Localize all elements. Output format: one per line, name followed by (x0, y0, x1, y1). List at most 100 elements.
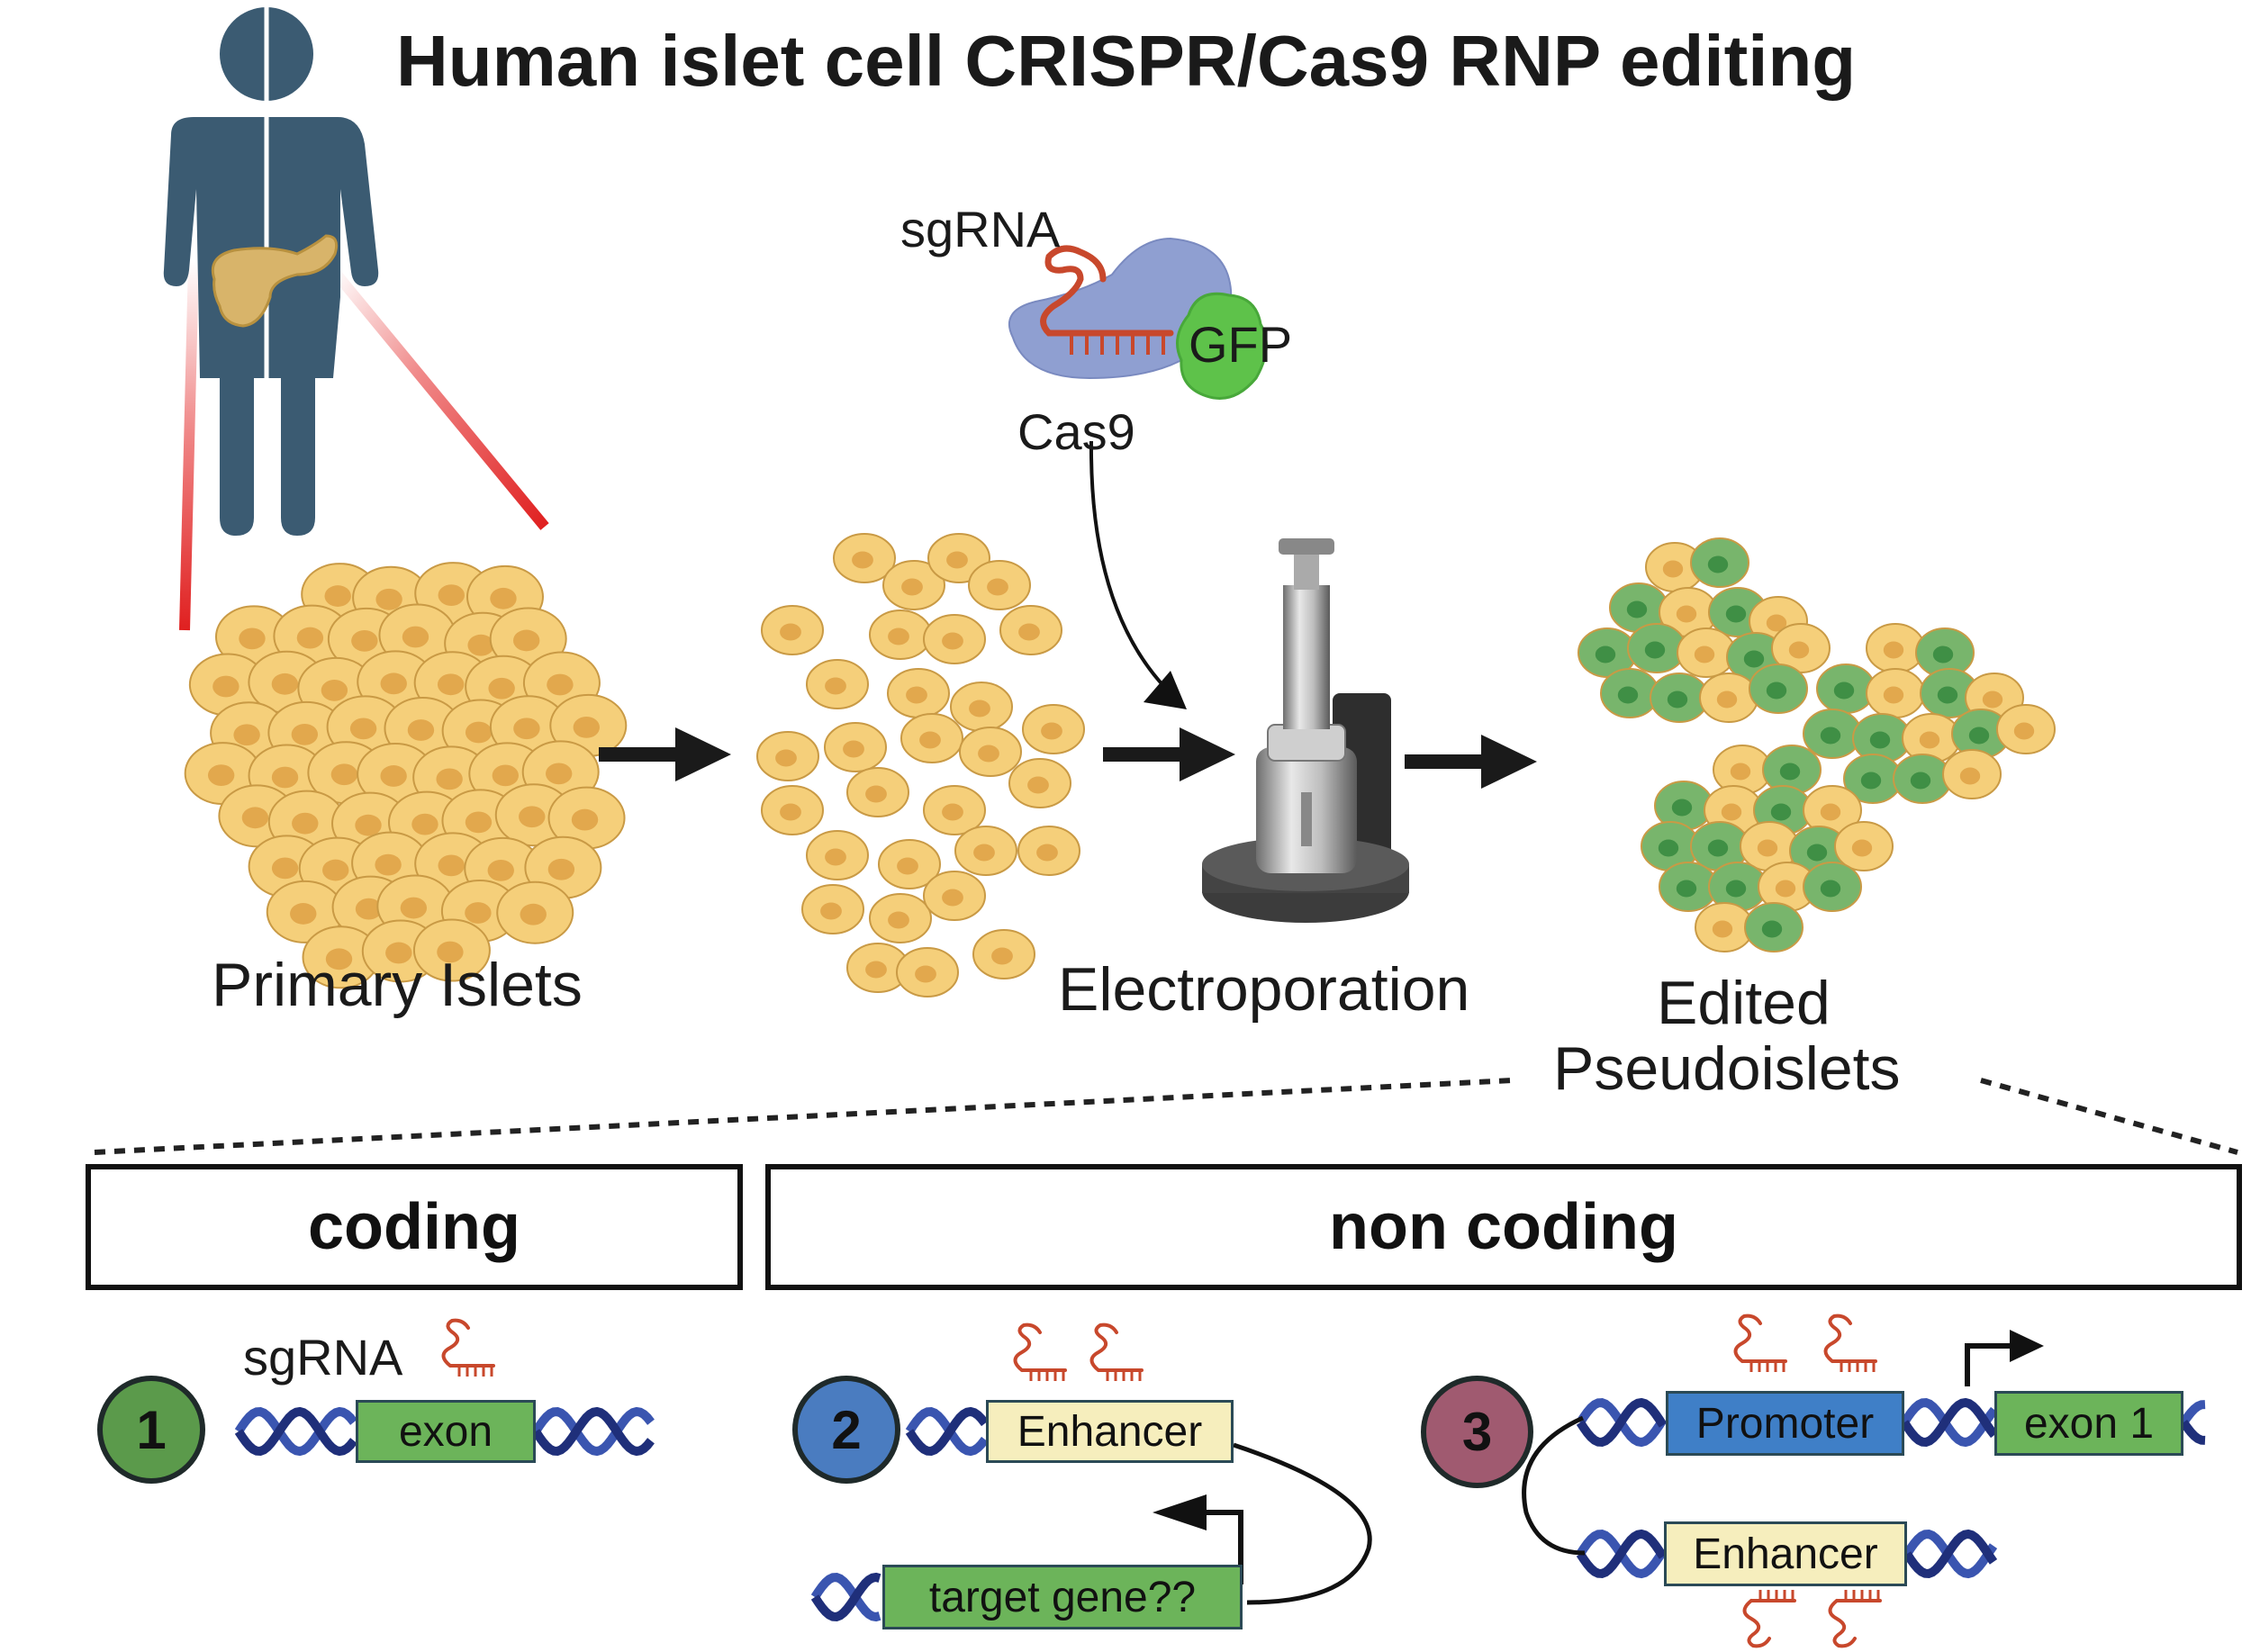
islet-cell (188, 653, 267, 717)
unedited-cell (1866, 623, 1925, 673)
dna-helix-icon (234, 1397, 2206, 1622)
edited-cell (1803, 709, 1862, 759)
sgrna-icon (1823, 1313, 1877, 1372)
islet-cell (412, 918, 491, 982)
edited-cell (1690, 537, 1749, 588)
edited-cell (1641, 821, 1700, 871)
sgrna-small-icons (441, 1313, 1882, 1648)
dispersed-cell (806, 830, 869, 880)
enhancer-box-2: Enhancer (986, 1400, 1234, 1463)
category-noncoding-box: non coding (765, 1164, 2242, 1290)
sgrna-icon (1040, 245, 1174, 355)
dispersed-cell (833, 533, 896, 583)
edited-cell (1600, 668, 1659, 718)
edited-cell (1749, 664, 1808, 714)
dispersed-cell (846, 767, 909, 817)
human-figure-icon (163, 5, 549, 631)
rnp-gfp-label: GFP (1189, 316, 1293, 373)
dispersed-cell (896, 947, 959, 998)
dispersed-cell (968, 560, 1031, 610)
unedited-cell (1866, 668, 1925, 718)
electroporator-icon (1202, 538, 1409, 923)
page-title: Human islet cell CRISPR/Cas9 RNP editing (396, 21, 1857, 101)
edited-cell (1654, 781, 1713, 831)
dispersed-cell (1017, 826, 1080, 876)
category-coding-box: coding (86, 1164, 743, 1290)
dispersed-cell (923, 614, 986, 664)
exon-box: exon (356, 1400, 536, 1463)
rnp-delivery-arrowhead (1144, 671, 1187, 709)
dispersed-cell (761, 785, 824, 835)
edited-cell (1816, 664, 1876, 714)
dispersed-cell (882, 560, 945, 610)
rnp-cas9-label: Cas9 (1017, 403, 1135, 460)
gfp-icon (1176, 292, 1268, 400)
cas9-protein-icon (1008, 237, 1233, 380)
unedited-cell (1834, 821, 1894, 871)
dispersed-cell (756, 731, 819, 781)
islet-cell (266, 880, 344, 943)
unedited-cell (1677, 627, 1736, 678)
unedited-cell (1996, 704, 2056, 754)
dispersed-cell (761, 605, 824, 655)
dispersed-cell (869, 893, 932, 943)
enhancer-loop-3 (1522, 1415, 1586, 1556)
sgrna-icon (1013, 1323, 1067, 1381)
dispersed-cell (1008, 758, 1071, 808)
dispersed-cell (954, 826, 1017, 876)
islet-cell (547, 786, 626, 850)
dispersed-cell (846, 943, 909, 993)
islet-cell (496, 880, 574, 944)
promoter-box: Promoter (1666, 1391, 1904, 1456)
zoom-line-right (1980, 1078, 2238, 1155)
target-arrow-icon (1153, 1494, 1243, 1584)
edited-cell (1893, 754, 1952, 804)
step-primary-islets: Primary Islets (212, 951, 583, 1019)
dispersed-cell (887, 668, 950, 718)
process-arrow-1 (599, 727, 731, 781)
step-edited-line2: Pseudoislets (1553, 1034, 1901, 1103)
dispersed-cell (959, 727, 1022, 777)
enhancer-loop-2 (1233, 1442, 1372, 1605)
edited-cell (1915, 627, 1975, 678)
islet-cell (489, 695, 567, 759)
sgrna-icon (441, 1318, 495, 1377)
dispersed-cell (923, 785, 986, 835)
unedited-cell (1758, 862, 1817, 912)
edited-cell (1708, 862, 1767, 912)
sgrna-icon (1733, 1313, 1787, 1372)
example-3-badge: 3 (1421, 1376, 1533, 1488)
edited-cell (1951, 709, 2011, 759)
edited-cell (1627, 623, 1686, 673)
dispersed-cell (878, 839, 941, 889)
dispersed-cell (1022, 704, 1085, 754)
process-arrow-2 (1103, 727, 1235, 781)
target-gene-box: target gene?? (882, 1565, 1243, 1629)
dispersed-cell (923, 871, 986, 921)
dispersed-cell (824, 722, 887, 772)
primary-islet-cluster (184, 562, 628, 989)
exon-1-box: exon 1 (1994, 1391, 2183, 1456)
process-arrow-3 (1405, 735, 1537, 789)
dispersed-cell (999, 605, 1062, 655)
rnp-sgrna-label: sgRNA (900, 201, 1061, 257)
example-2-badge: 2 (792, 1376, 900, 1484)
dispersed-cell (869, 609, 932, 660)
step-edited-line1: Edited (1657, 969, 1831, 1037)
dispersed-cell (900, 713, 963, 763)
sgrna-icon (1828, 1590, 1882, 1648)
enhancer-box-3: Enhancer (1664, 1521, 1907, 1586)
zoom-line-left (94, 1078, 1514, 1155)
pancreas-icon (211, 234, 339, 328)
edited-cell (1650, 673, 1709, 723)
example-1-badge: 1 (97, 1376, 205, 1484)
edited-cell (1762, 745, 1822, 795)
islet-cell (302, 925, 380, 989)
step-electroporation: Electroporation (1058, 955, 1470, 1024)
promoter-arrow-icon (1965, 1330, 2044, 1386)
sgrna-icon (1742, 1590, 1796, 1648)
dispersed-cell (806, 659, 869, 709)
dispersed-cell (801, 884, 864, 934)
dispersed-islet-cells (756, 533, 1085, 998)
